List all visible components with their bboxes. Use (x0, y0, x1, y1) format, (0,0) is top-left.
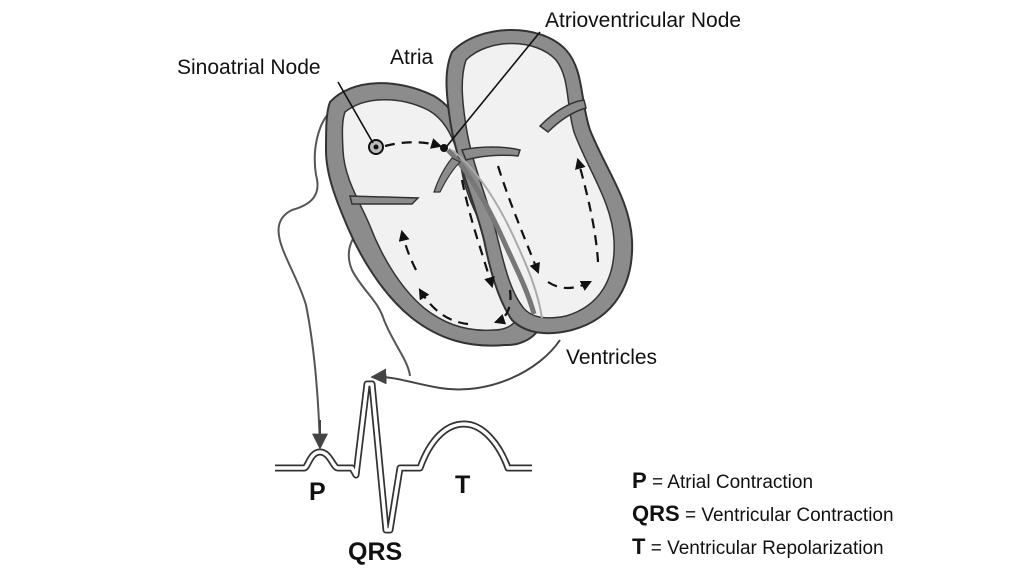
right-septum-arrow (460, 179, 495, 289)
legend-key: T (632, 534, 646, 559)
left-chamber (341, 99, 522, 332)
right-base-arrow (493, 289, 512, 325)
left-septum-arrow (496, 165, 540, 275)
sa-to-av-arrow (384, 138, 443, 149)
right-return-arrow (418, 288, 469, 326)
av-node-label: Atrioventricular Node (545, 9, 742, 32)
ventricles-leader (370, 339, 561, 391)
av-node (440, 144, 448, 152)
legend-row-p: P = Atrial Contraction (632, 468, 814, 493)
legend-text: = Ventricular Contraction (684, 505, 894, 526)
septum (446, 148, 537, 315)
legend-key: QRS (632, 501, 680, 526)
legend-row-t: T = Ventricular Repolarization (632, 534, 884, 559)
vessel-outline-inner (347, 227, 411, 377)
vessel-outline (277, 111, 331, 449)
p-wave-label: P (309, 478, 326, 506)
right-chamber (461, 42, 615, 319)
legend-text: = Atrial Contraction (651, 472, 814, 493)
left-base-arrow (547, 281, 592, 291)
valve-mid (460, 146, 521, 161)
ecg-inner (275, 382, 532, 532)
sa-node-core (373, 144, 379, 150)
sa-node-label: Sinoatrial Node (177, 56, 321, 79)
valve-right (538, 99, 587, 133)
atria-label: Atria (390, 46, 434, 69)
legend-key: P (632, 468, 647, 493)
sa-leader (337, 81, 374, 144)
qrs-wave-label: QRS (348, 538, 403, 566)
conduction-arrows (384, 138, 600, 326)
legend-row-qrs: QRS = Ventricular Contraction (632, 501, 894, 526)
t-wave-label: T (455, 471, 471, 499)
ventricles-label: Ventricles (566, 346, 658, 369)
right-up-arrow (398, 229, 417, 271)
valve-mid-tongue (433, 157, 462, 193)
septum-fiber (451, 149, 543, 319)
left-up-arrow (575, 157, 600, 263)
av-leader (446, 31, 541, 147)
valve-left (349, 195, 420, 205)
legend-text: = Ventricular Repolarization (650, 538, 884, 559)
ecg-trace (275, 380, 532, 534)
